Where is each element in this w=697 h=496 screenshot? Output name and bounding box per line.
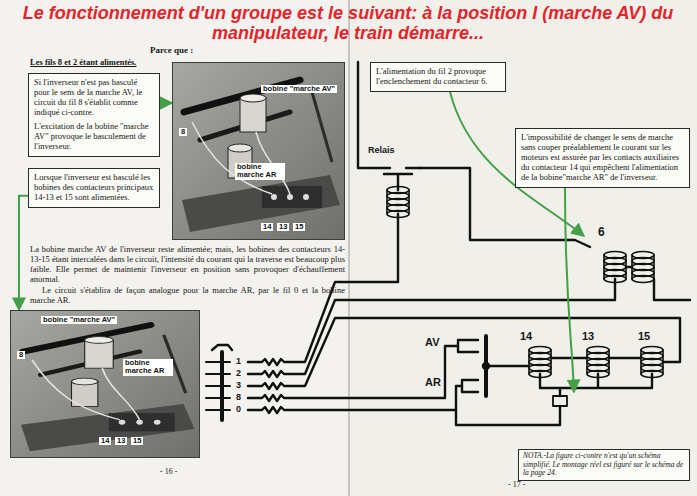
wiring-schematic xyxy=(553,396,567,406)
photo-label: 14 xyxy=(99,437,111,445)
box-text: NOTA.-La figure ci-contre n'est qu'un sc… xyxy=(523,452,685,478)
photo-label: 8 xyxy=(17,351,25,359)
photo-label: 13 xyxy=(115,437,127,445)
wiring-schematic xyxy=(248,318,680,389)
photo-illustration xyxy=(172,62,345,240)
wiring-schematic xyxy=(206,362,230,410)
page-ground xyxy=(0,0,349,496)
wiring-schematic xyxy=(604,252,626,283)
photo-figure: bobine "marche AV" 8 bobine marche AR 14 13 1… xyxy=(10,310,200,458)
wiring-schematic xyxy=(632,252,654,283)
page-ground xyxy=(349,0,350,496)
box-text: L'alimentation du fil 2 provoque l'encle… xyxy=(376,67,500,87)
callout-number: 14 xyxy=(520,330,532,342)
wiring-schematic xyxy=(456,406,560,425)
leader-arrow xyxy=(19,196,28,310)
part-label: AV xyxy=(425,336,439,348)
page-number: - 17 - xyxy=(508,481,525,490)
terminal-number: 0 xyxy=(236,405,241,415)
wiring-schematic xyxy=(384,174,412,190)
wiring-schematic xyxy=(387,187,663,378)
body-text: La bobine marche AV de l'inverseur reste… xyxy=(30,245,345,285)
box-text: L'excitation de la bobine "marche AV" pr… xyxy=(34,122,154,152)
leader-arrow xyxy=(160,102,172,104)
body-text: Le circuit s'établira de façon analogue … xyxy=(30,286,345,306)
photo-label: 8 xyxy=(179,128,187,136)
page-title: Le fonctionnement d'un groupe est le sui… xyxy=(8,3,688,43)
leader-line xyxy=(565,188,574,392)
photo-label: 13 xyxy=(277,223,289,231)
terminal-number: 2 xyxy=(236,369,241,379)
wiring-schematic xyxy=(486,365,529,367)
wiring-schematic xyxy=(376,167,420,169)
box-text: Si l'inverseur n'est pas basculé pour le… xyxy=(34,78,154,118)
subheading: Les fils 8 et 2 étant alimentés. xyxy=(30,58,136,67)
box-text: Lorsque l'inverseur est basculé les bobi… xyxy=(34,173,154,203)
callout-number: 6 xyxy=(598,226,605,239)
wiring-schematic xyxy=(626,267,690,300)
photo-label: bobine "marche AV" xyxy=(261,85,337,93)
terminal-number: 1 xyxy=(236,357,241,367)
wiring-schematic xyxy=(206,62,690,425)
photo-label: 15 xyxy=(131,437,143,445)
wiring-schematic xyxy=(458,340,478,392)
callout-number: 13 xyxy=(582,330,594,342)
page-ground xyxy=(349,0,697,496)
box-text: L'impossibilité de changer le sens de ma… xyxy=(521,133,684,183)
photo-label: bobine marche AR xyxy=(123,359,173,376)
photo-label: 15 xyxy=(293,223,305,231)
text-box: Si l'inverseur n'est pas basculé pour le… xyxy=(28,73,160,157)
callout-number: 15 xyxy=(638,330,650,342)
photo-label: bobine marche AR xyxy=(235,163,285,180)
note-box: NOTA.-La figure ci-contre n'est qu'un sc… xyxy=(518,449,690,481)
photo-label: bobine "marche AV" xyxy=(41,316,117,324)
terminal-number: 3 xyxy=(236,381,241,391)
wiring-schematic xyxy=(248,346,458,401)
page-number: - 16 - xyxy=(160,468,177,477)
wiring-schematic xyxy=(248,386,462,413)
text-box: L'alimentation du fil 2 provoque l'encle… xyxy=(370,62,506,92)
intro-text: Parce que : xyxy=(150,46,193,56)
text-box: Lorsque l'inverseur est basculé les bobi… xyxy=(28,168,160,208)
terminal-number: 8 xyxy=(236,393,241,403)
photo-illustration xyxy=(10,310,200,458)
wiring-schematic xyxy=(212,345,232,350)
part-label: Relais xyxy=(368,146,395,156)
part-label: AR xyxy=(425,376,441,388)
photo-label: 14 xyxy=(261,223,273,231)
wiring-schematic xyxy=(540,358,652,396)
photo-figure: bobine "marche AV" 8 bobine marche AR 14 13 1… xyxy=(172,62,345,240)
text-box: L'impossibilité de changer le sens de ma… xyxy=(515,128,690,188)
